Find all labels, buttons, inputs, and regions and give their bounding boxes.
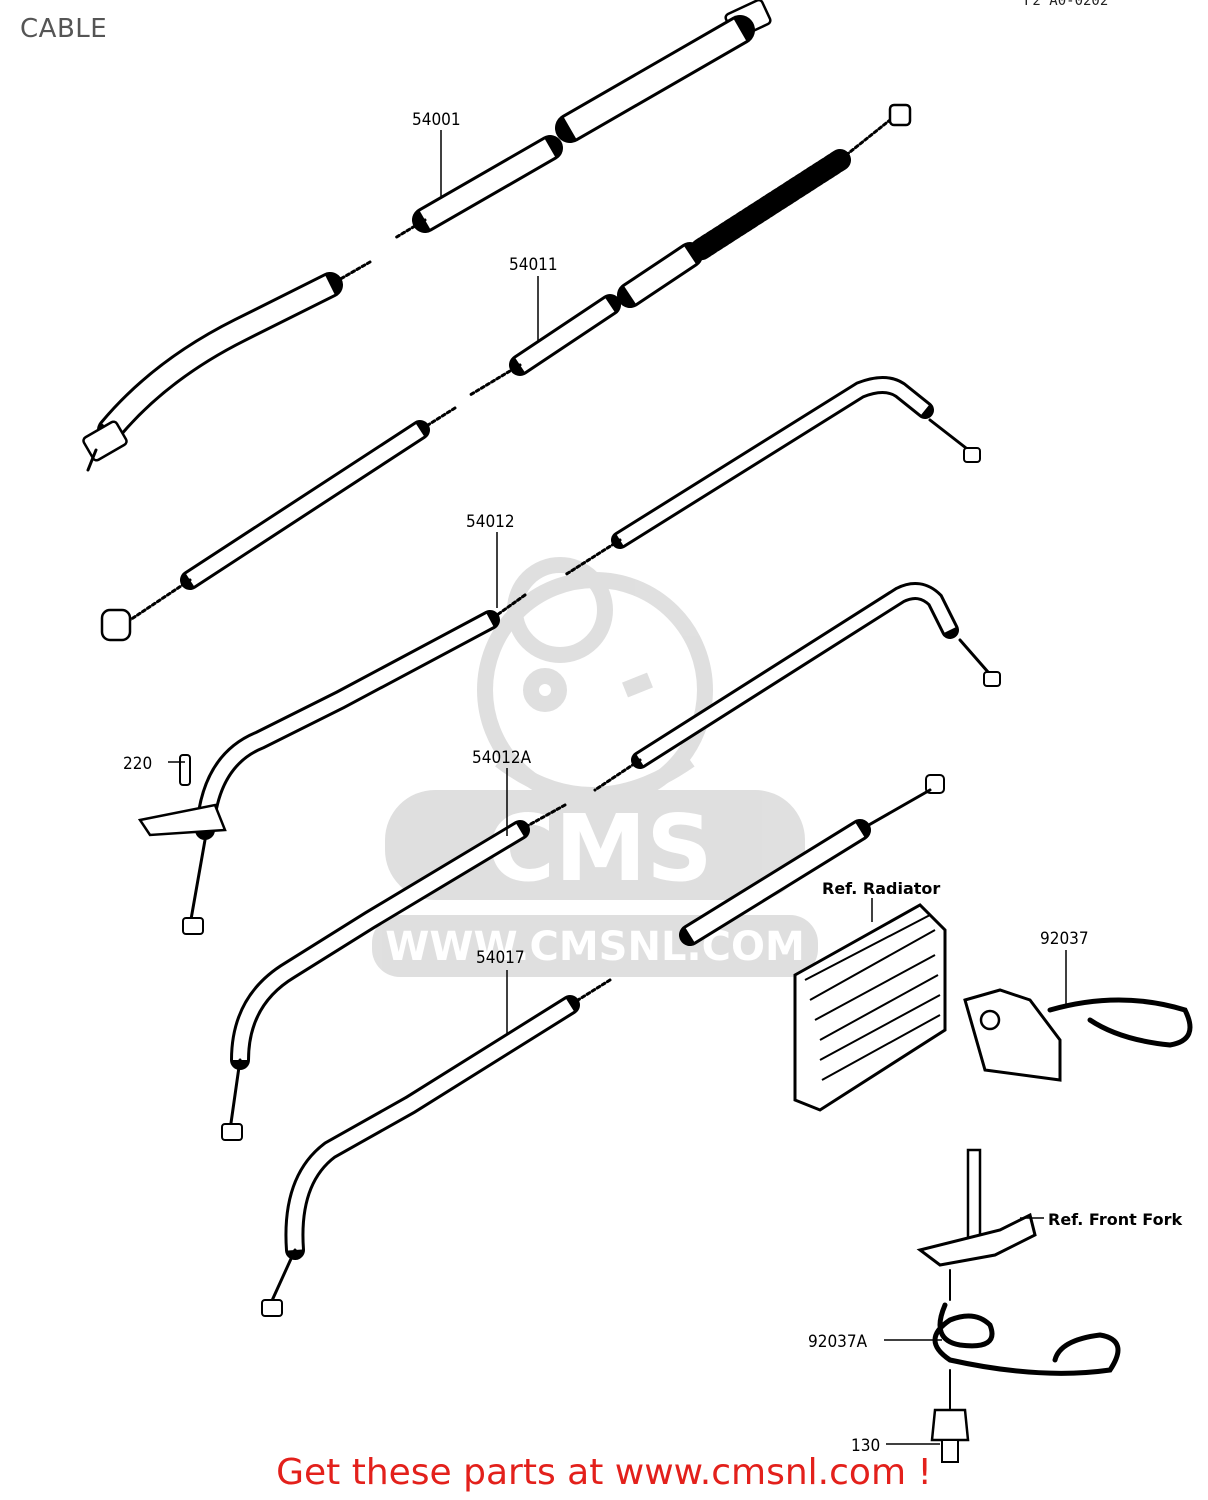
leader-lines xyxy=(168,130,1067,1445)
part-label-54012: 54012 xyxy=(466,512,515,532)
clutch-cable xyxy=(100,103,912,642)
radiator-reference xyxy=(793,903,947,1112)
throttle-cable-54012 xyxy=(137,593,527,935)
diagram-reference-code: F2 A0-0202 xyxy=(1024,0,1109,9)
throttle-cable-54012a-upper xyxy=(593,582,1001,792)
part-label-54011: 54011 xyxy=(509,255,558,275)
part-label-92037: 92037 xyxy=(1040,929,1089,949)
part-labels: 54001 54011 54012 220 54012A 54017 92037… xyxy=(123,110,1182,1456)
reference-label-radiator: Ref. Radiator xyxy=(822,879,940,898)
watermark-url: WWW.CMSNL.COM xyxy=(385,924,805,970)
speedometer-cable xyxy=(82,0,772,472)
choke-cable xyxy=(679,774,945,946)
watermark: CMS WWW.CMSNL.COM xyxy=(372,557,818,977)
watermark-badge: CMS WWW.CMSNL.COM xyxy=(372,790,818,977)
part-label-130: 130 xyxy=(851,1436,880,1456)
throttle-cable-upper xyxy=(563,376,981,577)
part-label-92037a: 92037A xyxy=(808,1332,868,1352)
throttle-cable-54017 xyxy=(261,978,612,1317)
page-title: CABLE xyxy=(20,14,108,44)
front-fork-assembly xyxy=(916,1148,1121,1463)
part-label-220: 220 xyxy=(123,754,152,774)
reference-label-front-fork: Ref. Front Fork xyxy=(1048,1210,1182,1229)
part-label-54001: 54001 xyxy=(412,110,461,130)
footer-link-text[interactable]: Get these parts at www.cmsnl.com ! xyxy=(276,1452,932,1493)
bracket-92037 xyxy=(963,988,1193,1082)
watermark-brand: CMS xyxy=(487,795,712,902)
part-label-54012a: 54012A xyxy=(472,748,532,768)
part-label-54017: 54017 xyxy=(476,948,525,968)
throttle-cable-54012a xyxy=(221,803,567,1141)
